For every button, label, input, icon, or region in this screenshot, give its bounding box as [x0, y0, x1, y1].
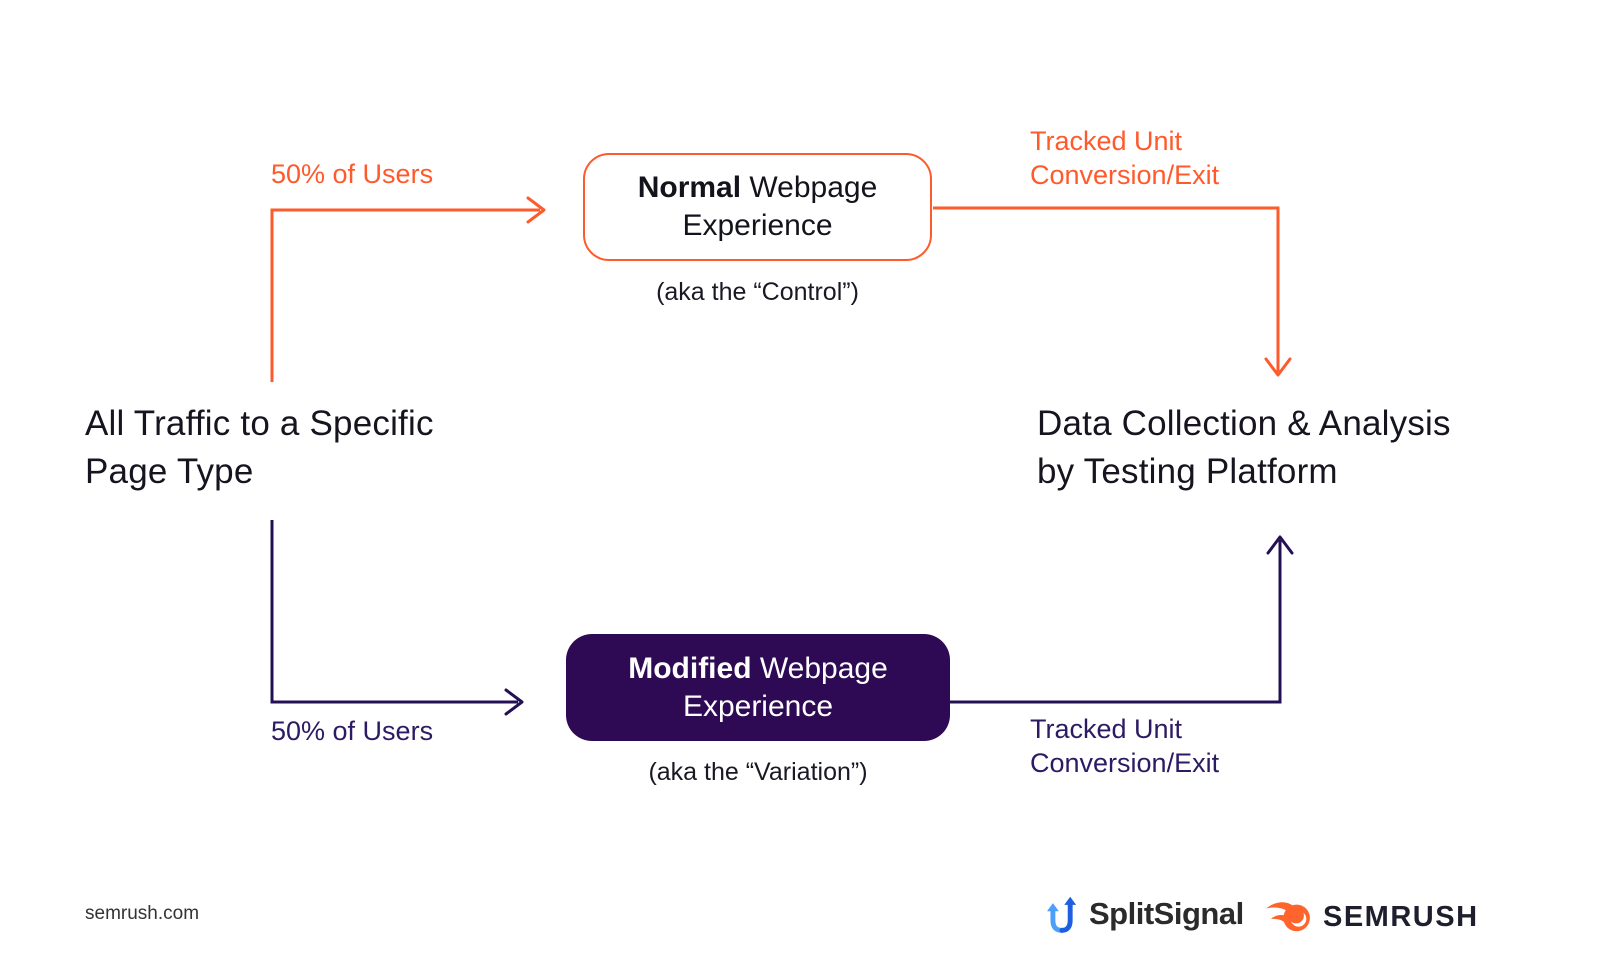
variation-node-title-rest: Webpage — [759, 651, 888, 685]
bottom-outcome-line1: Tracked Unit — [1030, 714, 1183, 744]
control-node-title: Normal Webpage Experience — [638, 169, 878, 245]
semrush-logo: SEMRUSH — [1264, 898, 1479, 936]
source-label: All Traffic to a Specific Page Type — [85, 400, 434, 496]
site-url-label: semrush.com — [85, 903, 200, 924]
control-node-title-rest: Webpage — [749, 171, 878, 204]
semrush-wordmark: SEMRUSH — [1323, 900, 1479, 933]
source-label-line2: Page Type — [85, 452, 254, 491]
top-outcome-line2: Conversion/Exit — [1030, 160, 1220, 190]
top-outcome-line1: Tracked Unit — [1030, 126, 1183, 156]
bottom-split-label: 50% of Users — [271, 716, 434, 746]
semrush-flame-ball-icon — [1264, 898, 1314, 936]
control-node: Normal Webpage Experience — [583, 153, 932, 261]
variation-caption: (aka the “Variation”) — [648, 758, 868, 786]
bottom-split-arrow — [270, 520, 524, 716]
splitsignal-wordmark: SplitSignal — [1089, 896, 1244, 931]
top-split-arrow — [270, 196, 546, 382]
control-node-title-line2: Experience — [682, 209, 833, 242]
sink-label: Data Collection & Analysis by Testing Pl… — [1037, 400, 1451, 496]
variation-node: Modified Webpage Experience — [566, 634, 950, 741]
top-outcome-label: Tracked Unit Conversion/Exit — [1030, 124, 1219, 192]
bottom-outcome-line2: Conversion/Exit — [1030, 748, 1220, 778]
top-split-label: 50% of Users — [271, 159, 434, 189]
control-caption: (aka the “Control”) — [656, 278, 859, 306]
sink-label-line2: by Testing Platform — [1037, 452, 1338, 491]
bottom-outcome-arrow — [950, 535, 1294, 704]
sink-label-line1: Data Collection & Analysis — [1037, 404, 1451, 443]
control-node-title-bold: Normal — [637, 171, 742, 204]
bottom-outcome-label: Tracked Unit Conversion/Exit — [1030, 712, 1219, 780]
variation-node-title-bold: Modified — [628, 651, 752, 685]
splitsignal-logo: SplitSignal — [1042, 894, 1244, 934]
top-outcome-arrow — [933, 206, 1292, 377]
variation-node-title: Modified Webpage Experience — [628, 650, 888, 726]
source-label-line1: All Traffic to a Specific — [85, 404, 434, 443]
splitsignal-split-arrow-icon — [1042, 894, 1082, 934]
variation-node-title-line2: Experience — [682, 689, 834, 723]
